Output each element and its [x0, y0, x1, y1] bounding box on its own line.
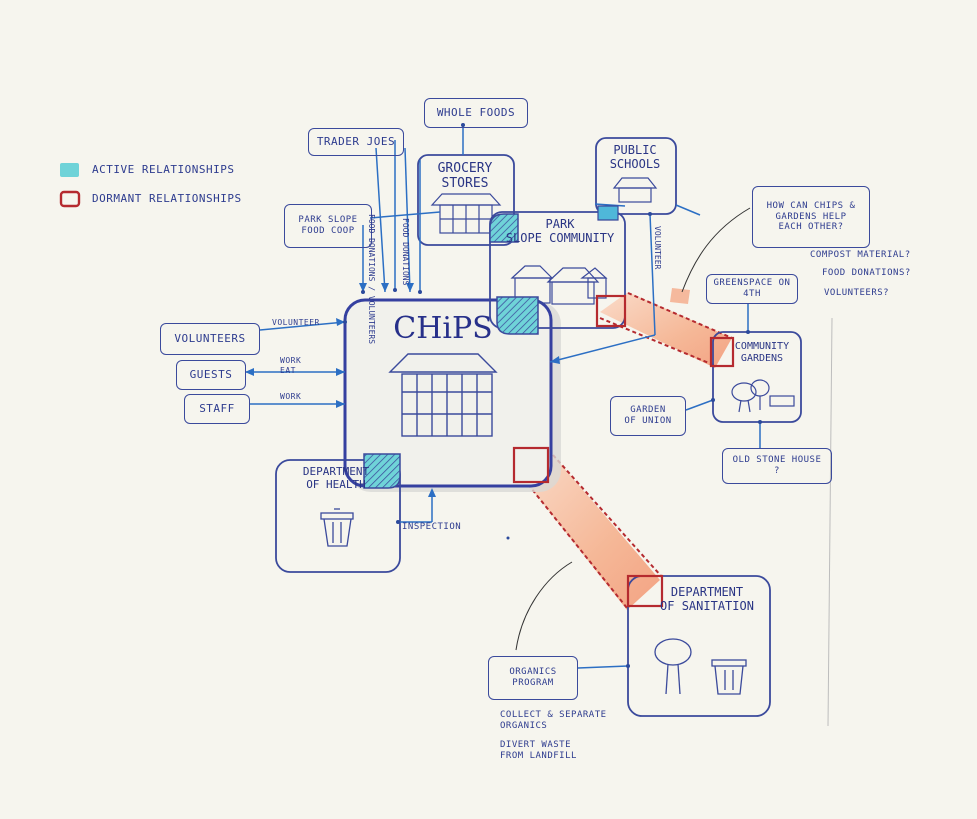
edge-volunteer-vertical-label: Volunteer	[653, 226, 662, 270]
edge-food-donations-label: Food Donations	[401, 218, 410, 286]
work-eat-line-1: Work	[280, 356, 302, 365]
stonehouse-line-1: Old Stone House	[732, 455, 822, 466]
organics-program-box: Organics Program	[488, 656, 578, 700]
note-volunteers: Volunteers?	[824, 288, 890, 298]
dormant-link-community-gardens	[600, 292, 732, 368]
greenspace-box: Greenspace on 4th	[706, 274, 798, 304]
volunteers-box: Volunteers	[160, 323, 260, 355]
edge-work-label: Work	[280, 392, 302, 401]
food-coop-line-2: Food Coop	[301, 226, 355, 236]
active-marker-schools	[597, 205, 619, 221]
collect-line-2: organics	[500, 721, 548, 732]
sanitation-sketch	[654, 638, 747, 695]
edge-food-donations-volunteers-label: Food Donations / Volunteers	[367, 214, 376, 345]
note-food-donations: Food Donations?	[822, 268, 911, 278]
edge-volunteer-label: Volunteer	[272, 318, 320, 327]
divert-line-1: Divert waste	[500, 740, 572, 750]
trader-joes-box: Trader Joes	[308, 128, 404, 156]
legend-dormant-swatch	[59, 190, 81, 208]
connector-lines	[245, 125, 761, 669]
dormant-link-chips-sanitation	[515, 455, 660, 610]
edge-inspection-label: Inspection	[402, 522, 462, 532]
health-line-2: of Health	[306, 477, 366, 491]
paper-edge-line	[827, 317, 833, 727]
department-of-sanitation-box	[627, 575, 771, 717]
greenspace-line-1: Greenspace on	[713, 278, 791, 289]
gardens-line-2: Gardens	[740, 352, 784, 364]
legend-active-label: Active relationships	[92, 163, 235, 176]
organics-line-2: Program	[512, 678, 554, 688]
grocery-stores-box	[417, 154, 515, 246]
note-divert: Divert waste from landfill	[500, 740, 577, 763]
question-line-3: each other?	[778, 222, 844, 233]
active-marker-health	[363, 453, 401, 489]
garden-trees-sketch	[731, 379, 795, 413]
health-line-1: Department	[302, 465, 370, 478]
question-line-1: How can CHiPS &	[766, 200, 856, 211]
psc-line-2: Slope Community	[505, 230, 615, 245]
public-schools-title: Public Schools	[598, 143, 672, 172]
collect-line-1: Collect & separate	[500, 710, 607, 720]
department-of-health-box	[275, 459, 401, 573]
dormant-marker-park-slope	[595, 294, 627, 328]
staff-box: Staff	[184, 394, 250, 424]
whole-foods-box: Whole Foods	[424, 98, 528, 128]
park-slope-houses-sketch	[510, 265, 608, 305]
department-of-sanitation-title: Department of Sanitation	[644, 585, 770, 614]
stonehouse-line-2: ?	[774, 466, 780, 476]
organics-arrow	[515, 561, 573, 651]
sanitation-line-1: Department	[670, 585, 744, 599]
work-eat-line-2: eat	[280, 366, 296, 375]
active-marker-chips-top	[496, 296, 539, 335]
question-arrow	[681, 207, 751, 293]
park-slope-community-title: Park Slope Community	[500, 217, 620, 246]
food-coop-line-1: Park Slope	[298, 215, 358, 226]
organics-line-1: Organics	[509, 667, 557, 678]
gardens-line-1: Community	[734, 341, 790, 352]
question-line-2: Gardens help	[775, 211, 847, 222]
old-stone-house-box: Old Stone House ?	[722, 448, 832, 484]
union-line-2: of Union	[624, 416, 672, 426]
schools-line-1: Public	[613, 143, 657, 157]
public-schools-box	[595, 137, 677, 215]
greenspace-line-2: 4th	[743, 289, 761, 299]
school-sketch	[612, 177, 658, 203]
note-compost: Compost material?	[810, 250, 911, 260]
dormant-marker-gardens	[709, 336, 735, 368]
legend-dormant-label: Dormant relationships	[92, 192, 242, 205]
dormant-marker-sanitation	[626, 574, 664, 608]
park-slope-community-box	[489, 211, 626, 329]
trash-can-icon	[320, 508, 354, 547]
sanitation-line-2: of Sanitation	[660, 598, 754, 613]
chips-building-sketch	[388, 353, 498, 437]
edge-work-eat-label: Work eat	[280, 356, 301, 376]
question-note-box: How can CHiPS & Gardens help each other?	[752, 186, 870, 248]
note-collect: Collect & separate organics	[500, 710, 607, 733]
divert-line-2: from landfill	[500, 751, 577, 762]
psc-line-1: Park	[545, 217, 575, 231]
dormant-marker-chips	[512, 446, 550, 484]
chips-box	[343, 298, 553, 488]
guests-box: Guests	[176, 360, 246, 390]
grocery-stores-title: Grocery Stores	[437, 161, 493, 191]
active-marker-park-slope	[489, 213, 519, 243]
schools-line-2: Schools	[609, 156, 661, 171]
legend-active-swatch	[60, 163, 79, 177]
chips-title: CHiPS	[393, 311, 493, 346]
community-gardens-title: Community Gardens	[724, 341, 800, 364]
garden-of-union-box: Garden of Union	[610, 396, 686, 436]
department-of-health-title: Department of Health	[280, 465, 392, 491]
community-gardens-box	[712, 331, 802, 423]
union-line-1: Garden	[630, 405, 666, 416]
park-slope-food-coop-box: Park Slope Food Coop	[284, 204, 372, 248]
arrowheads	[245, 283, 560, 497]
